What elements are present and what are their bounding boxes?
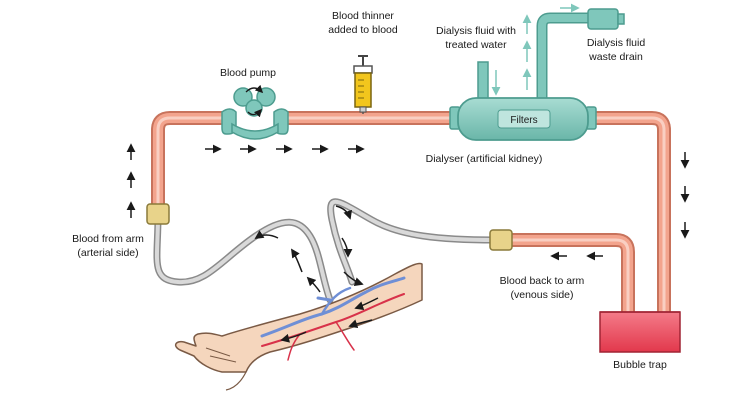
connector-icon bbox=[146, 203, 513, 251]
bubble-trap-label: Bubble trap bbox=[613, 359, 667, 371]
blood-back-label-line1: Blood back to arm bbox=[500, 275, 585, 287]
dialysis-inlet-pipe bbox=[477, 61, 501, 103]
blood-thinner-label-line2: added to blood bbox=[328, 24, 398, 36]
bubble-trap-icon bbox=[599, 311, 681, 353]
blood-from-arm-label-line1: Blood from arm bbox=[72, 233, 144, 245]
dialysis-drain-label-line2: waste drain bbox=[588, 51, 643, 63]
arrow-icon bbox=[126, 143, 690, 343]
dialysis-drain-label-line1: Dialysis fluid bbox=[587, 37, 646, 49]
grey-tubing bbox=[153, 198, 499, 304]
dialysis-fluid-in-label-line2: treated water bbox=[445, 39, 507, 51]
dialysis-fluid-in-label-line1: Dialysis fluid with bbox=[436, 25, 516, 37]
labels: Blood pump Blood thinner added to blood … bbox=[72, 10, 667, 371]
arm-illustration bbox=[174, 262, 423, 391]
blood-from-arm-label-line2: (arterial side) bbox=[77, 247, 138, 259]
blood-pump-label: Blood pump bbox=[220, 67, 276, 79]
syringe-icon bbox=[353, 55, 373, 114]
drain-pipe-icon bbox=[522, 3, 625, 100]
blood-tubing bbox=[151, 111, 671, 323]
blood-thinner-label-line1: Blood thinner bbox=[332, 10, 394, 22]
dialyser-icon bbox=[449, 97, 597, 141]
blood-pump-icon bbox=[221, 84, 289, 140]
blood-back-label-line2: (venous side) bbox=[510, 289, 573, 301]
filters-label: Filters bbox=[510, 115, 537, 126]
dialyser-label: Dialyser (artificial kidney) bbox=[426, 153, 543, 165]
